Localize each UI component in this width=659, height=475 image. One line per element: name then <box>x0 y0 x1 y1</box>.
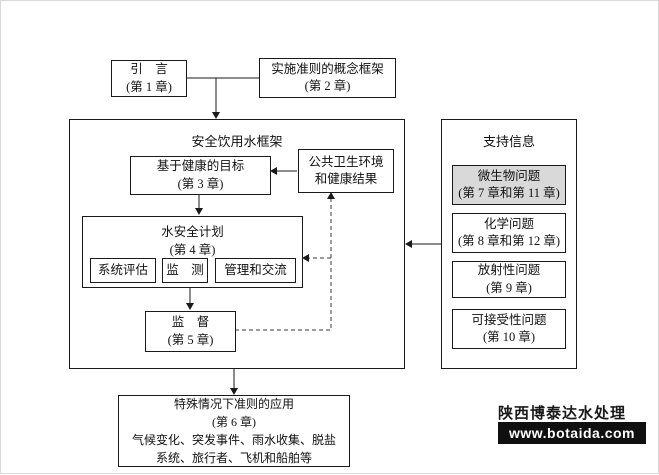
intro-chapter: (第 1 章) <box>126 79 172 94</box>
chemical-title: 化学问题 <box>483 216 534 231</box>
microbial-title: 微生物问题 <box>477 168 541 183</box>
arrow-wsp-to-surveillance-head <box>186 303 194 310</box>
health-targets-box: 基于健康的目标 (第 3 章) <box>130 156 271 195</box>
acceptability-title: 可接受性问题 <box>471 312 547 327</box>
surveillance-title: 监 督 <box>171 315 210 329</box>
arrow-targets-to-wsp-head <box>195 208 203 215</box>
arrow-support-to-framework-head <box>405 240 412 248</box>
surveillance-chapter: (第 5 章) <box>167 332 214 347</box>
wsp-title: 水安全计划 <box>161 225 224 239</box>
system-assessment-label: 系统评估 <box>97 262 148 277</box>
safe-water-framework-title: 安全饮用水框架 <box>191 134 283 149</box>
radiological-aspects-box: 放射性问题 (第 9 章) <box>452 261 566 298</box>
management-communication-label: 管理和交流 <box>224 262 287 277</box>
acceptability-chapter: (第 10 章) <box>482 330 536 344</box>
intro-box: 引 言 (第 1 章) <box>111 60 187 97</box>
public-health-box: 公共卫生环境 和健康结果 <box>298 149 394 193</box>
system-assessment-box: 系统评估 <box>90 258 156 283</box>
dashed-surveillance-to-publichealth-line <box>235 197 332 331</box>
watermark-company: 陕西博泰达水处理 <box>498 405 627 422</box>
special-line4: 系统、旅行者、飞机和船舶等 <box>155 451 312 465</box>
arrow-publichealth-to-targets-head <box>270 167 277 175</box>
microbial-aspects-box: 微生物问题 (第 7 章和第 11 章) <box>452 165 566 205</box>
arrow-concept-to-framework-head <box>212 112 220 119</box>
monitoring-label: 监 测 <box>166 262 204 277</box>
supporting-info-title: 支持信息 <box>482 134 535 149</box>
health-targets-title: 基于健康的目标 <box>156 159 245 173</box>
chemical-aspects-box: 化学问题 (第 8 章和第 12 章) <box>452 213 566 253</box>
public-health-line1: 公共卫生环境 <box>308 154 384 169</box>
concept-title: 实施准则的概念框架 <box>271 61 384 76</box>
management-communication-box: 管理和交流 <box>215 258 296 283</box>
dashed-surveillance-to-publichealth-head <box>327 192 335 199</box>
microbial-chapter: (第 7 章和第 11 章) <box>458 186 560 200</box>
chemical-chapter: (第 8 章和第 12 章) <box>457 234 561 248</box>
public-health-line2: 和健康结果 <box>314 172 378 186</box>
radiological-chapter: (第 9 章) <box>486 280 532 295</box>
special-circumstances-box: 特殊情况下准则的应用 (第 6 章) 气候变化、突发事件、雨水收集、脱盐 系统、… <box>118 395 350 467</box>
watermark-url: www.botaida.com <box>498 422 646 444</box>
special-line3: 气候变化、突发事件、雨水收集、脱盐 <box>131 433 336 447</box>
intro-title: 引 言 <box>130 62 168 76</box>
concept-chapter: (第 2 章) <box>304 79 351 93</box>
health-targets-chapter: (第 3 章) <box>177 176 224 191</box>
arrow-framework-to-special-head <box>230 388 238 395</box>
concept-framework-box: 实施准则的概念框架 (第 2 章) <box>259 58 396 98</box>
radiological-title: 放射性问题 <box>477 263 541 277</box>
monitoring-box: 监 测 <box>162 258 208 283</box>
safe-water-framework-box: 安全饮用水框架 基于健康的目标 (第 3 章) 公共卫生环境 和健康结果 水安全… <box>69 119 405 369</box>
wsp-chapter: (第 4 章) <box>169 242 216 257</box>
water-safety-plans-box: 水安全计划 (第 4 章) 系统评估 监 测 管理和交流 <box>82 216 303 288</box>
special-line1: 特殊情况下准则的应用 <box>173 397 294 411</box>
dashed-feedback-to-wsp-head <box>302 254 309 262</box>
surveillance-box: 监 督 (第 5 章) <box>145 311 236 352</box>
special-line2: (第 6 章) <box>212 415 256 429</box>
supporting-info-box: 支持信息 微生物问题 (第 7 章和第 11 章) 化学问题 (第 8 章和第 … <box>441 119 577 369</box>
acceptability-aspects-box: 可接受性问题 (第 10 章) <box>452 309 566 349</box>
